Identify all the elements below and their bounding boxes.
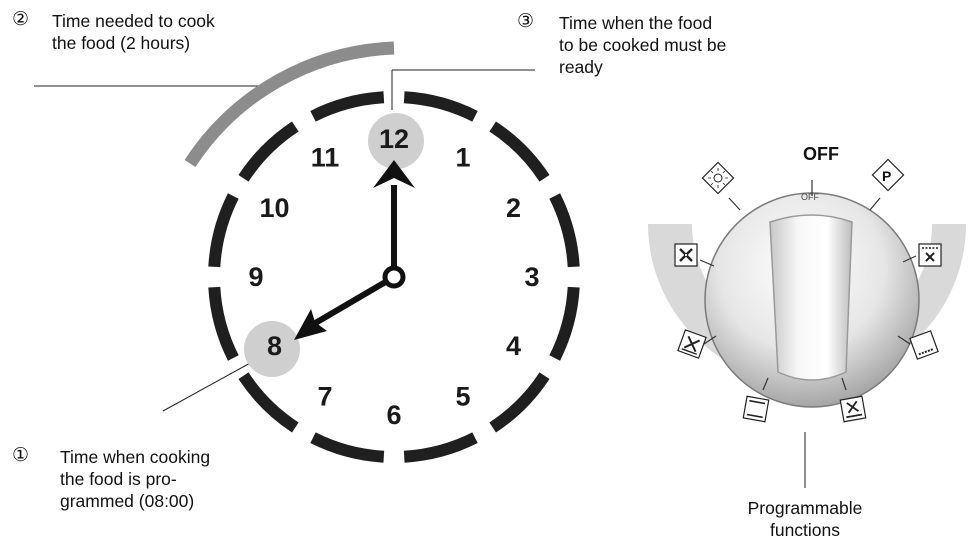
clock-ring-segment (313, 97, 384, 116)
fan-grill-icon[interactable] (919, 244, 941, 266)
leader-line-start (163, 362, 252, 411)
static-icon[interactable] (743, 396, 768, 421)
off-label: OFF (803, 144, 839, 164)
clock-number-6: 6 (386, 400, 401, 430)
clock-ring-segment (493, 376, 545, 428)
programmable-functions-label: Programmable functions (705, 497, 905, 541)
clock-ring-segment (555, 196, 574, 267)
clock-number-3: 3 (524, 262, 539, 292)
clock-ring-segment (214, 287, 233, 358)
fan-top-bottom-icon[interactable] (840, 396, 865, 421)
clock-number-8: 8 (267, 331, 282, 361)
clock-ring-segment (244, 127, 296, 179)
knob-grip[interactable] (770, 215, 852, 380)
clock-ring-segment (214, 196, 233, 267)
clock-ring-segment (244, 376, 296, 428)
clock-ring-segment (493, 127, 545, 179)
clock-number-4: 4 (506, 331, 521, 361)
duration-arc (190, 48, 394, 164)
clock-ring-segment (555, 287, 574, 358)
clock-number-2: 2 (506, 193, 521, 223)
clock-number-1: 1 (455, 143, 470, 173)
clock-number-10: 10 (259, 193, 289, 223)
clock-number-5: 5 (455, 382, 470, 412)
clock-ring-segment (313, 438, 384, 457)
clock-center (385, 268, 403, 286)
off-label-inner: OFF (801, 192, 819, 202)
fan-icon[interactable] (675, 244, 697, 266)
hour-hand (312, 277, 394, 325)
lamp-icon[interactable] (702, 162, 733, 193)
clock-number-9: 9 (248, 262, 263, 292)
hour-hand-arrow-icon (294, 309, 327, 340)
clock-number-7: 7 (317, 382, 332, 412)
clock-number-11: 11 (311, 143, 340, 173)
svg-text:P: P (882, 168, 891, 184)
clock-ring-segment (404, 97, 475, 116)
clock-ring-segment (404, 438, 475, 457)
program-icon[interactable]: P (872, 159, 903, 190)
clock-number-12: 12 (379, 124, 409, 154)
